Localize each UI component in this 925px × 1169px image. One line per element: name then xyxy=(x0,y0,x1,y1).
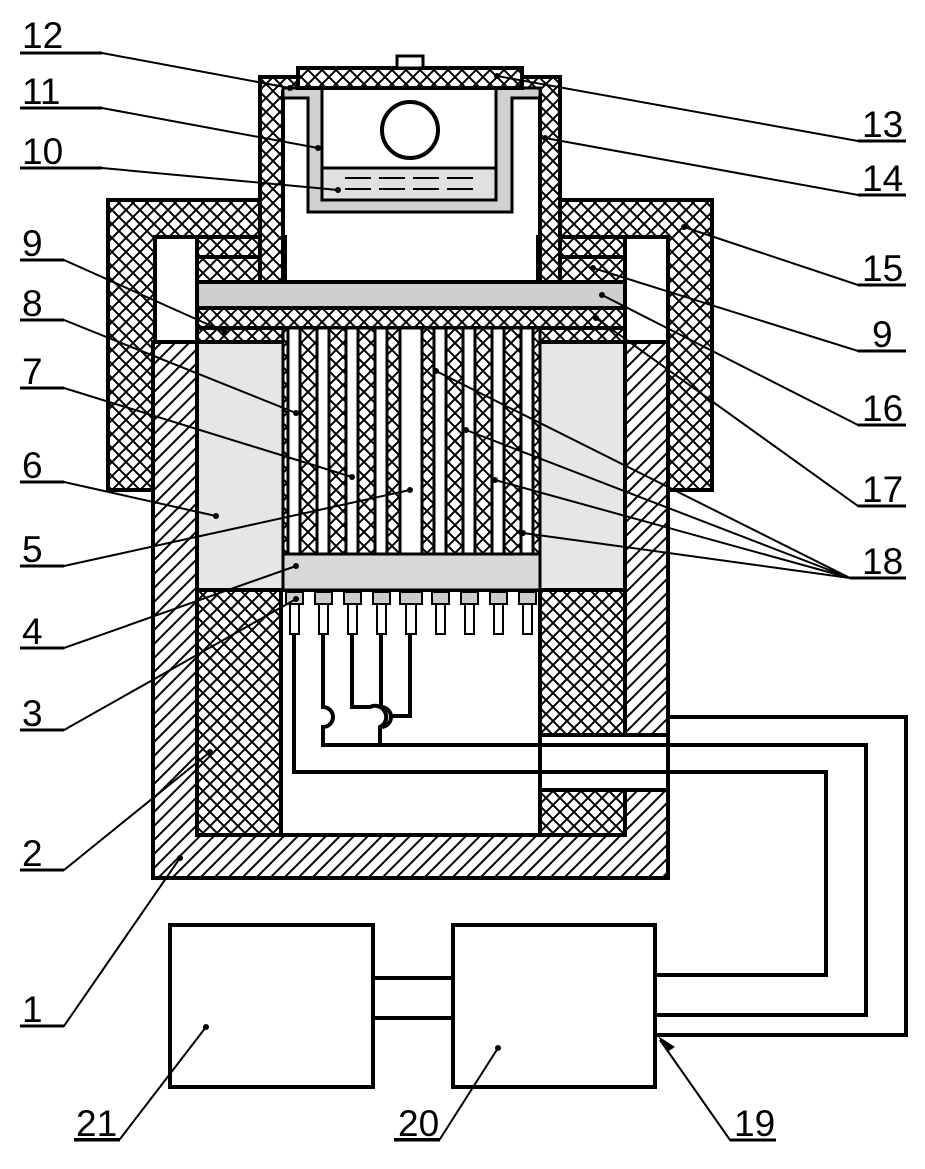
label-1: 1 xyxy=(22,989,43,1030)
label-13: 13 xyxy=(862,104,903,145)
label-7: 7 xyxy=(22,351,43,392)
label-2: 2 xyxy=(22,833,43,874)
label-11: 11 xyxy=(22,71,60,112)
label-16: 16 xyxy=(862,388,903,429)
melt xyxy=(320,166,498,202)
label-14: 14 xyxy=(862,158,903,199)
lid xyxy=(296,66,524,90)
label-4: 4 xyxy=(22,611,43,652)
labels-right: 13 14 15 9 16 17 18 19 xyxy=(734,104,903,1144)
sample xyxy=(380,100,440,160)
tube-base xyxy=(281,552,542,592)
label-8: 8 xyxy=(22,283,43,324)
plate xyxy=(195,280,627,310)
bottom-insulation-left xyxy=(195,588,283,837)
label-6: 6 xyxy=(22,445,43,486)
label-19: 19 xyxy=(734,1103,775,1144)
thermocouple-tubes xyxy=(286,326,535,592)
neck-insulation-left xyxy=(258,75,300,284)
bottom-insulation-right-upper xyxy=(538,588,627,737)
connectors xyxy=(285,591,537,635)
label-18: 18 xyxy=(862,541,903,582)
label-15: 15 xyxy=(862,248,903,289)
label-20: 20 xyxy=(398,1103,439,1144)
side-gap-left xyxy=(153,235,199,344)
label-9b: 9 xyxy=(872,314,893,355)
label-3: 3 xyxy=(22,693,43,734)
arrowhead-19 xyxy=(658,1036,675,1052)
wiring xyxy=(292,634,908,1037)
labels-left: 12 11 10 9 8 7 6 5 4 3 2 1 21 20 xyxy=(22,15,439,1144)
bottom-insulation-right-lower xyxy=(538,788,627,837)
box-21 xyxy=(168,923,375,1089)
label-17: 17 xyxy=(862,469,903,510)
label-10: 10 xyxy=(22,131,63,172)
label-21: 21 xyxy=(76,1103,117,1144)
label-12: 12 xyxy=(22,15,63,56)
label-5: 5 xyxy=(22,529,43,570)
box-20 xyxy=(451,923,657,1089)
label-underlines xyxy=(20,51,906,1142)
label-9a: 9 xyxy=(22,223,43,264)
leader-dots xyxy=(177,73,687,1051)
lid-knob xyxy=(395,54,425,70)
